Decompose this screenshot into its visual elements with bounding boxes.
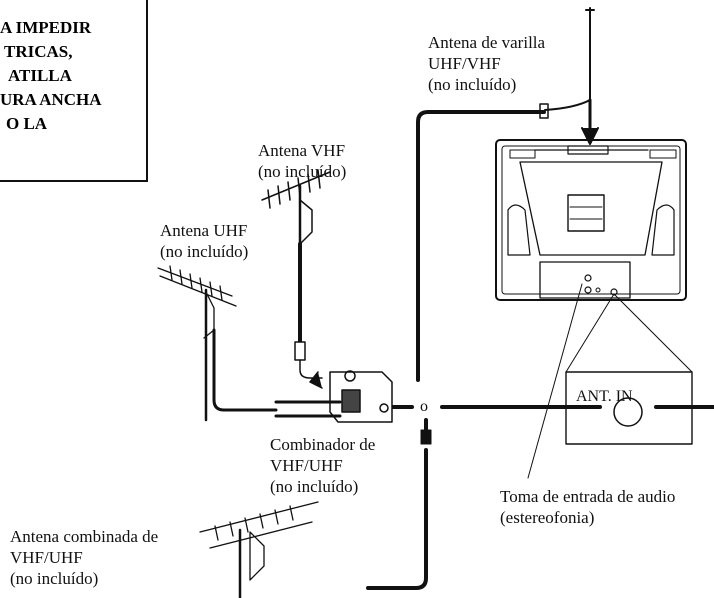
- label-line: Antena VHF: [258, 141, 346, 160]
- combiner-icon: [274, 370, 393, 423]
- tv-rear-icon: [495, 139, 687, 301]
- combo-cable-icon: [366, 418, 428, 590]
- rod-antenna-icon: [539, 7, 599, 145]
- warning-line: A IMPEDIR: [0, 18, 92, 37]
- ant-in-callout-icon: [558, 293, 714, 445]
- label-line: Combinador de: [270, 435, 376, 454]
- label-line: (estereofonia): [500, 508, 595, 527]
- label-line: (no incluído): [270, 477, 359, 496]
- label-line: Antena combinada de: [10, 527, 159, 546]
- or-marker: o: [420, 398, 428, 415]
- label-line: VHF/UHF: [270, 456, 343, 475]
- label-line: (no incluído): [258, 162, 347, 181]
- vhf-antenna-label: Antena VHF (no incluído): [258, 140, 346, 182]
- label-line: (no incluído): [10, 569, 99, 588]
- combo-antenna-icon: [199, 501, 319, 598]
- warning-line: ATILLA: [8, 66, 72, 85]
- warning-line: URA ANCHA: [0, 90, 102, 109]
- combo-antenna-label: Antena combinada de VHF/UHF (no incluído…: [10, 526, 158, 589]
- ant-in-label: ANT. IN: [576, 388, 633, 405]
- label-line: Toma de entrada de audio: [500, 487, 676, 506]
- warning-box: A IMPEDIR TRICAS, ATILLA URA ANCHA O LA: [0, 0, 148, 182]
- warning-line: O LA: [6, 114, 48, 133]
- label-line: Antena UHF: [160, 221, 248, 240]
- rod-cable-icon: [416, 110, 546, 382]
- vhf-antenna-icon: [261, 169, 331, 379]
- uhf-antenna-label: Antena UHF (no incluído): [160, 220, 248, 262]
- warning-line: TRICAS,: [4, 42, 73, 61]
- label-line: (no incluído): [428, 75, 517, 94]
- label-line: (no incluído): [160, 242, 249, 261]
- rod-antenna-label: Antena de varilla UHF/VHF (no incluído): [428, 32, 545, 95]
- audio-jack-label: Toma de entrada de audio (estereofonia): [500, 486, 675, 528]
- combiner-label: Combinador de VHF/UHF (no incluído): [270, 434, 375, 497]
- audio-jack-pointer-icon: [527, 283, 583, 479]
- label-line: VHF/UHF: [10, 548, 83, 567]
- label-line: Antena de varilla: [428, 33, 546, 52]
- label-line: UHF/VHF: [428, 54, 501, 73]
- uhf-antenna-icon: [157, 265, 278, 422]
